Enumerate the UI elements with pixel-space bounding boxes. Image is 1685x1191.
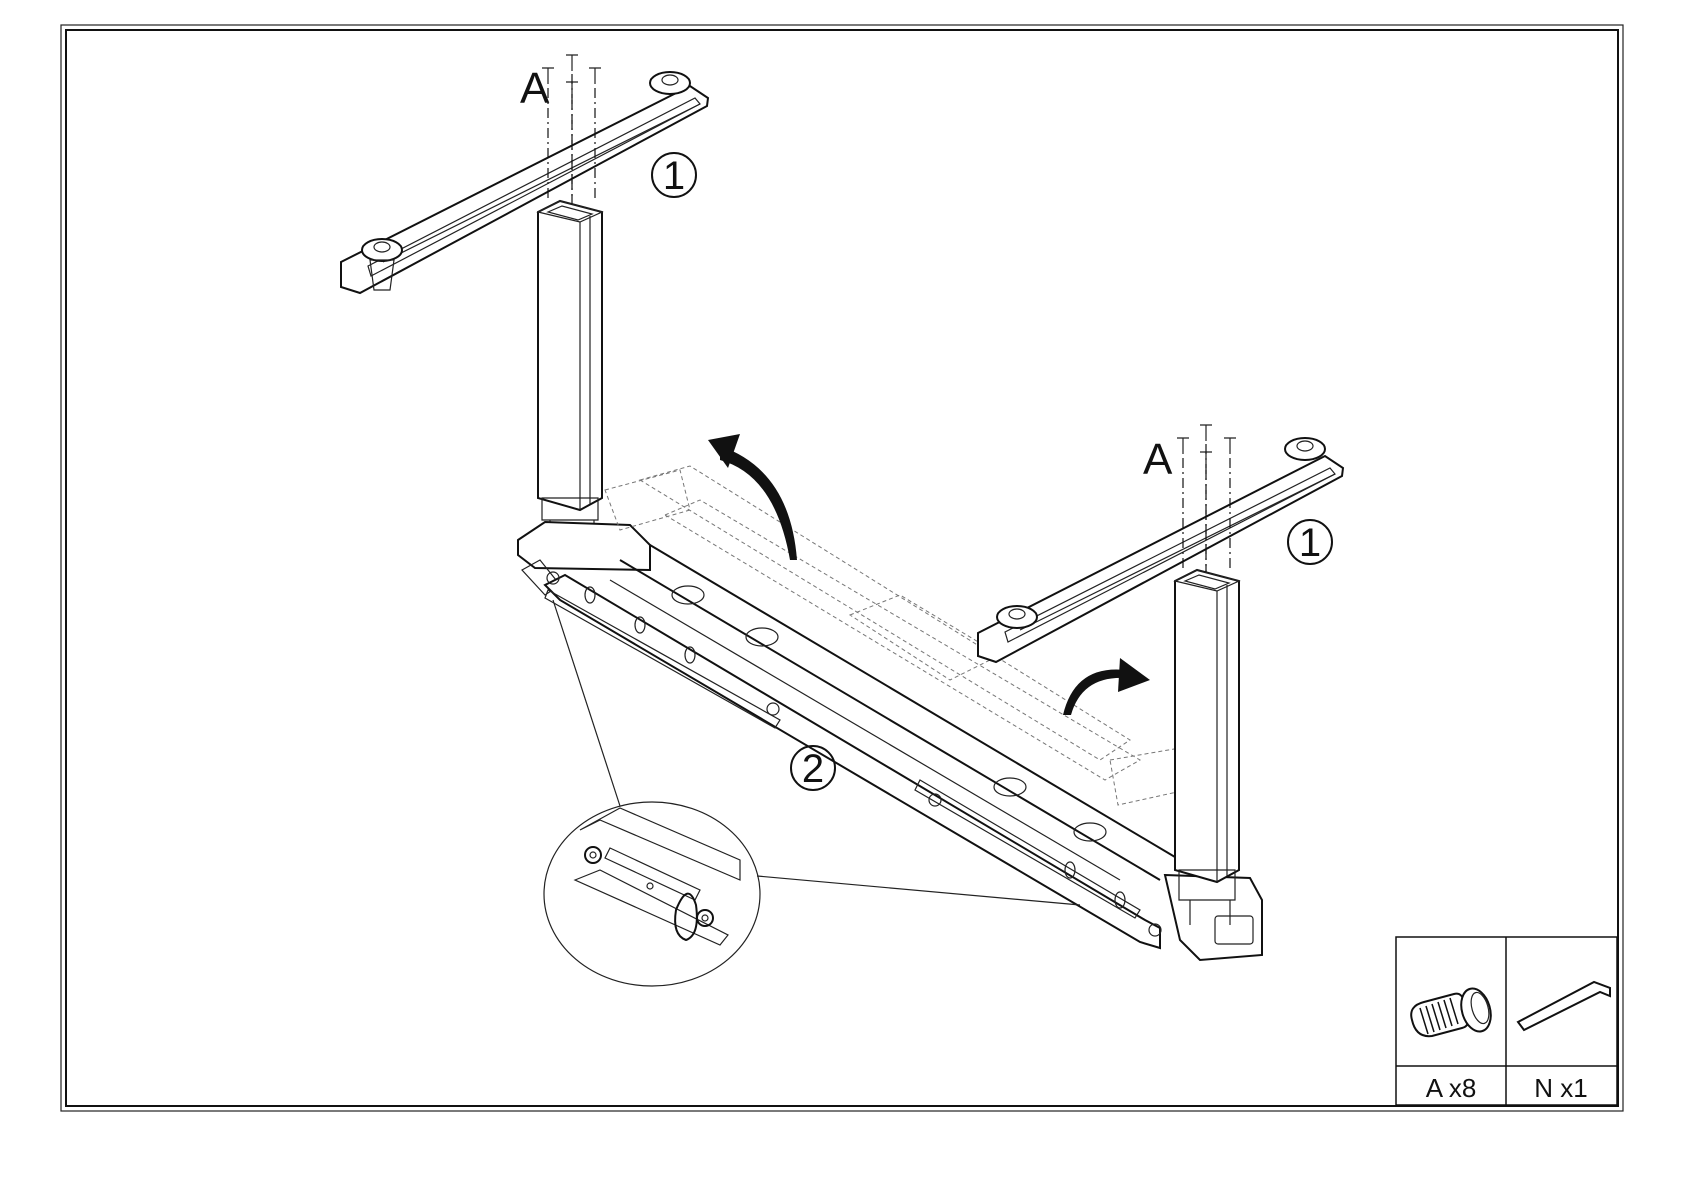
drawing-border-inner — [66, 30, 1618, 1106]
step-number-right-leg: 1 — [1299, 521, 1321, 565]
screw-label-right: A — [1143, 435, 1173, 484]
hardware-label-hex-key: N x1 — [1534, 1073, 1587, 1103]
left-column — [538, 201, 602, 555]
rotate-arrow-left — [720, 446, 797, 560]
step-number-left-leg: 1 — [663, 154, 685, 198]
right-column — [1175, 570, 1239, 925]
cross-frame — [518, 466, 1262, 960]
rotate-arrow-right — [1063, 670, 1125, 715]
rotate-arrow-right-head — [1118, 658, 1150, 692]
hardware-label-screw: A x8 — [1426, 1073, 1477, 1103]
drawing-border-outer — [61, 25, 1623, 1111]
screw-label-left: A — [520, 64, 550, 113]
step-number-frame: 2 — [802, 747, 824, 791]
